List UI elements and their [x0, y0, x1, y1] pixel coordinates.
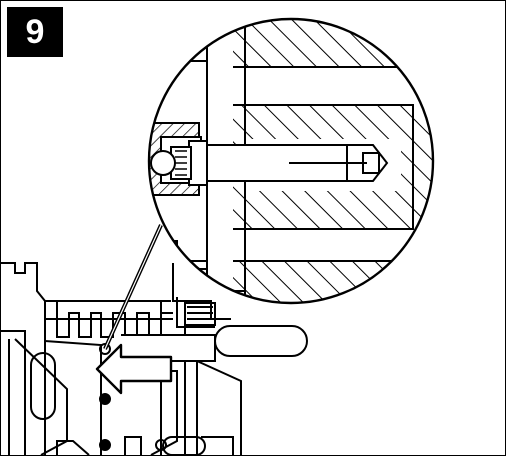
direction-arrow-icon: [95, 343, 173, 395]
wall-anchor-bolt-icon: [150, 140, 389, 186]
mount-bracket: [1, 262, 242, 455]
mounting-bolt: [121, 325, 308, 362]
callout-leader: [103, 224, 163, 350]
magnified-detail: [147, 17, 435, 305]
step-number-badge: 9: [7, 7, 63, 57]
